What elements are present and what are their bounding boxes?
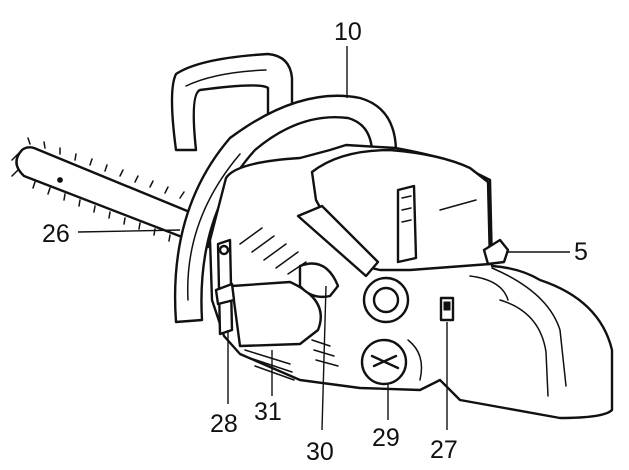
choke-lever bbox=[296, 204, 380, 299]
on-off-switch bbox=[439, 296, 455, 322]
callout-26: 26 bbox=[42, 220, 70, 248]
top-handle-rear bbox=[170, 52, 294, 152]
callout-30: 30 bbox=[306, 438, 334, 466]
callout-5: 5 bbox=[574, 238, 588, 266]
callout-28: 28 bbox=[210, 410, 238, 438]
leader-lines bbox=[77, 46, 570, 431]
engine-housing bbox=[208, 143, 614, 420]
callout-31: 31 bbox=[254, 398, 282, 426]
starter-cover bbox=[360, 276, 423, 386]
callout-10: 10 bbox=[334, 18, 362, 46]
callout-29: 29 bbox=[372, 424, 400, 452]
guide-bar bbox=[11, 137, 216, 249]
callout-27: 27 bbox=[430, 436, 458, 464]
fuel-cap bbox=[482, 238, 510, 266]
chain-tensioner bbox=[214, 238, 236, 336]
